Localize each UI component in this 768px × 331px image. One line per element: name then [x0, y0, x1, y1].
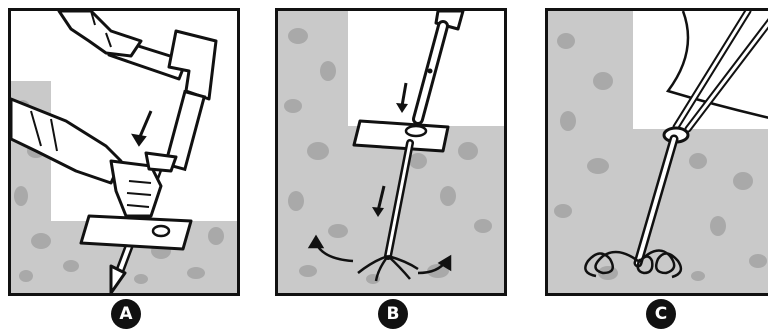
clip [146, 153, 176, 171]
panel-step-c [545, 8, 768, 296]
step-b-illustration [278, 11, 504, 293]
cable-icon [676, 11, 768, 129]
arrow-down-icon [133, 111, 151, 145]
hand-holding-hammer [59, 11, 141, 56]
step-badge-c: C [646, 299, 676, 329]
setting-plate [354, 121, 448, 151]
step-badge-a: A [111, 299, 141, 329]
setting-plate [81, 216, 191, 249]
step-c-illustration [548, 11, 768, 293]
panel-step-b [275, 8, 507, 296]
step-badge-b: B [378, 299, 408, 329]
step-a-illustration [11, 11, 237, 293]
panel-step-a [8, 8, 240, 296]
